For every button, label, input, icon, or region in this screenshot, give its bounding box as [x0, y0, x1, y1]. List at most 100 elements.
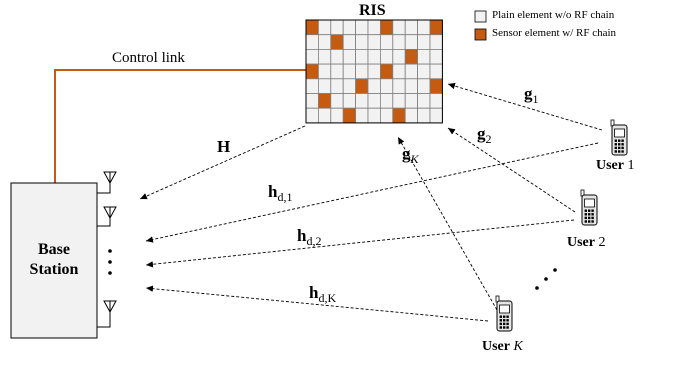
ris-plain-element [330, 107, 344, 124]
ris-plain-element [404, 107, 419, 124]
phone-key [503, 322, 506, 326]
user-1-phone-icon [610, 119, 628, 156]
ris-plain-element [392, 78, 406, 94]
ris-plain-element [404, 34, 419, 50]
ris-plain-element [342, 19, 357, 36]
ris-plain-element [342, 93, 357, 109]
channel-gK-arrow [397, 136, 498, 311]
phone-key [499, 326, 502, 329]
ris-plain-element [330, 93, 344, 109]
phone-screen [584, 198, 595, 208]
ris-sensor-element [379, 19, 394, 36]
ris-plain-element [317, 19, 332, 36]
ris-plain-element [367, 49, 381, 65]
ris-sensor-element [404, 49, 419, 65]
ris-plain-element [330, 19, 344, 36]
ris-plain-element [417, 93, 431, 109]
ris-plain-element [305, 49, 319, 65]
user-1-label: User 1 [596, 158, 635, 174]
phone-key [506, 326, 509, 329]
ris-plain-element [367, 107, 381, 124]
base-station-box [10, 182, 98, 339]
phone-key [499, 319, 502, 322]
channel-hd2-arrow [145, 219, 575, 268]
phone-key [618, 139, 621, 142]
channel-hd1-arrow [145, 142, 599, 243]
g1-sym: g [524, 84, 533, 103]
ris-plain-element [355, 107, 369, 124]
hdK-sub: d,K [318, 291, 337, 305]
ris-plain-element [330, 49, 344, 65]
ris-plain-element [355, 19, 369, 36]
ris-plain-element [367, 93, 381, 109]
phone-key [621, 150, 624, 153]
channel-H-arrow [139, 125, 306, 200]
channel-H-label: H [217, 137, 231, 156]
ris-plain-element [404, 78, 419, 94]
phone-key [584, 209, 587, 212]
base-station-line1: Base [38, 241, 70, 258]
phone-key [506, 315, 509, 318]
hd1-sub: d,1 [277, 190, 293, 204]
ris-plain-element [417, 78, 431, 94]
hd1-sym: h [268, 182, 278, 201]
phone-key [621, 139, 624, 142]
ris-plain-element [355, 34, 369, 50]
phone-screen [614, 128, 625, 138]
ris-plain-element [379, 107, 394, 124]
channel-hdK-arrow [145, 285, 489, 322]
ris-sensor-element [355, 78, 369, 94]
ris-plain-element [429, 107, 443, 124]
legend-sensor-swatch [474, 28, 487, 41]
gK-sym: g [402, 144, 411, 163]
ris-plain-element [305, 107, 319, 124]
phone-key [618, 143, 621, 146]
phone-key [591, 213, 594, 216]
channel-gK-label: gK [402, 144, 419, 167]
phone-key [588, 209, 591, 212]
user-k-label: User K [482, 339, 523, 355]
ris-plain-element [392, 49, 406, 65]
antenna-array [97, 171, 117, 328]
channel-g1-label: g1 [524, 84, 539, 107]
ris-plain-element [417, 49, 431, 65]
phone-key [614, 139, 617, 142]
ris-plain-element [429, 49, 443, 65]
base-station-label: Base Station [11, 240, 97, 280]
hd2-sub: d,2 [306, 234, 322, 248]
ris-sensor-element [305, 19, 319, 36]
user-2-index: 2 [598, 235, 606, 250]
ris-sensor-element [429, 78, 443, 94]
user-2-word: User [567, 235, 595, 250]
user-k-word: User [482, 339, 510, 354]
ris-plain-element [305, 93, 319, 109]
ris-plain-element [355, 49, 369, 65]
ris-plain-element [317, 63, 332, 80]
channel-g1-arrow [447, 82, 603, 131]
user-1-index: 1 [627, 158, 635, 173]
ris-plain-element [317, 49, 332, 65]
ris-plain-element [392, 63, 406, 80]
users-ellipsis [535, 268, 557, 290]
ris-plain-element [342, 49, 357, 65]
ris-plain-element [367, 34, 381, 50]
ris-plain-element [342, 34, 357, 50]
channel-hd1-label: hd,1 [268, 182, 292, 205]
base-station-line2: Station [29, 261, 79, 278]
ris-sensor-element [330, 34, 344, 50]
channel-hdK-label: hd,K [309, 283, 336, 306]
phone-key [614, 150, 617, 153]
hd2-sym: h [297, 226, 307, 245]
control-link-label: Control link [112, 50, 185, 66]
phone-key [614, 146, 617, 150]
user-k-index: K [513, 339, 523, 354]
ris-panel [305, 19, 443, 124]
ris-sensor-element [342, 107, 357, 124]
ris-plain-element [355, 93, 369, 109]
ris-border [305, 19, 443, 124]
channel-g2-arrow [447, 127, 576, 213]
phone-key [618, 150, 621, 153]
ris-plain-element [305, 78, 319, 94]
phone-key [499, 315, 502, 318]
phone-key [591, 216, 594, 220]
